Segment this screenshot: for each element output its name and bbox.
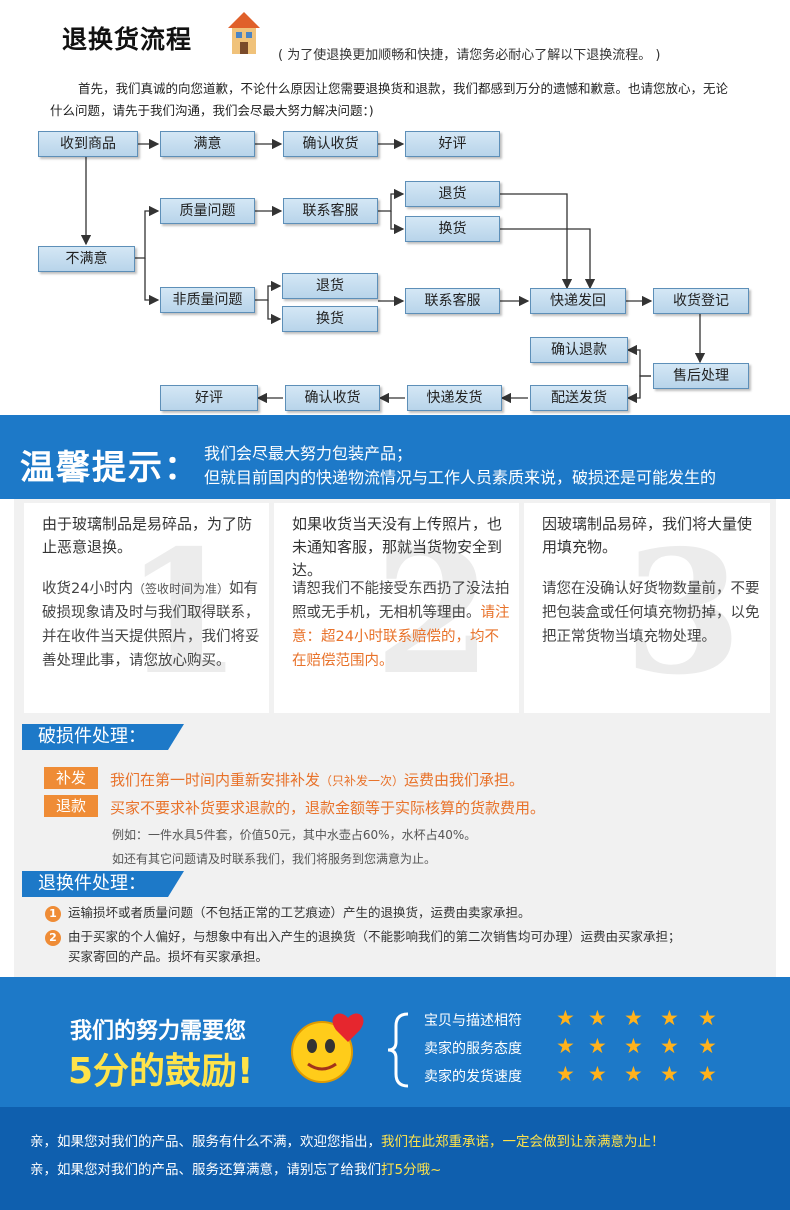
card-lead: 由于玻璃制品是易碎品，为了防止恶意退换。 [42, 515, 253, 556]
star-icon: ★ [624, 1034, 643, 1058]
flow-step-good-review: 好评 [405, 131, 500, 157]
flow-step-express-ship: 快递发货 [407, 385, 502, 411]
card-number: 3 [624, 513, 743, 713]
footer-line-1a: 亲，如果您对我们的产品、服务有什么不满，欢迎您指出， [30, 1134, 381, 1150]
flow-step-exchange-2: 换货 [282, 306, 378, 332]
flow-step-quality-issue: 质量问题 [160, 198, 255, 224]
page-title: 退换货流程 [62, 25, 193, 54]
flow-step-confirm-receipt-2: 确认收货 [285, 385, 380, 411]
tips-title: 温馨提示： [20, 448, 200, 488]
star-icon: ★ [588, 1034, 607, 1058]
flow-step-good-review-2: 好评 [160, 385, 258, 411]
return-item-2: 由于买家的个人偏好，与想象中有出入产生的退换货（不能影响我们的第二次销售均可办理… [68, 927, 758, 967]
refund-text: 买家不要求补货要求退款的，退款金额等于实际核算的货款费用。 [110, 799, 546, 817]
star-icon: ★ [556, 1062, 575, 1086]
card-body: 请恕我们不能接受东西扔了没法拍照或无手机，无相机等理由。请注意：超24小时联系赔… [292, 577, 512, 673]
star-icon: ★ [660, 1034, 679, 1058]
reissue-text-a: 我们在第一时间内重新安排补发 [110, 771, 321, 789]
rating-line-1: 我们的努力需要您 [70, 1019, 247, 1044]
flow-step-unsatisfied: 不满意 [38, 246, 135, 272]
footer-line-2: 亲，如果您对我们的产品、服务还算满意，请别忘了给我们打5分哦~ [30, 1158, 441, 1178]
rating-criterion-1: 宝贝与描述相符 [424, 1013, 522, 1029]
flow-step-return: 退货 [405, 181, 500, 207]
flow-step-contact-service-2: 联系客服 [405, 288, 500, 314]
footer-line-2b: 打5分哦~ [381, 1162, 442, 1178]
return-item-2b: 买家寄回的产品。损坏有买家承担。 [68, 949, 269, 964]
return-item-2a: 由于买家的个人偏好，与想象中有出入产生的退换货（不能影响我们的第二次销售均可办理… [68, 929, 681, 944]
damage-section-title: 破损件处理： [22, 724, 184, 750]
rating-criterion-3: 卖家的发货速度 [424, 1069, 522, 1085]
intro-text: 首先，我们真诚的向您道歉，不论什么原因让您需要退换货和退款，我们都感到万分的遗憾… [50, 81, 729, 118]
star-icon: ★ [698, 1062, 717, 1086]
card-body: 收货24小时内（签收时间为准）如有破损现象请及时与我们取得联系，并在收件当天提供… [42, 577, 262, 673]
tips-line-1: 我们会尽最大努力包装产品； [204, 444, 413, 463]
card-number: 2 [374, 513, 493, 713]
tips-banner [0, 415, 790, 499]
tip-card-2: 2 如果收货当天没有上传照片，也未通知客服，那就当货物安全到达。 请恕我们不能接… [274, 503, 519, 713]
reissue-badge: 补发 [44, 767, 98, 789]
star-icon: ★ [588, 1062, 607, 1086]
flow-step-contact-service: 联系客服 [283, 198, 378, 224]
flow-connectors [80, 138, 706, 404]
flow-step-confirm-refund: 确认退款 [530, 337, 628, 363]
house-icon [228, 12, 260, 54]
flow-step-deliver-goods: 配送发货 [530, 385, 628, 411]
card-body-highlight: 请注意：超24小时联系赔偿的，均不在赔偿范围内。 [292, 605, 510, 669]
refund-badge: 退款 [44, 795, 98, 817]
star-icon: ★ [660, 1062, 679, 1086]
flow-step-received: 收到商品 [38, 131, 138, 157]
smiley-heart-icon [291, 1013, 364, 1083]
star-icon: ★ [624, 1006, 643, 1030]
return-section-title: 退换件处理： [22, 871, 184, 897]
damage-example: 例如：一件水具5件套，价值50元，其中水壶占60%，水杯占40%。 [112, 828, 477, 842]
tip-card-1: 1 由于玻璃制品是易碎品，为了防止恶意退换。 收货24小时内（签收时间为准）如有… [24, 503, 269, 713]
item-number-2: 2 [45, 930, 61, 946]
card-body: 请您在没确认好货物数量前，不要把包装盒或任何填充物扔掉，以免把正常货物当填充物处… [542, 581, 760, 645]
card-body-a: 请恕我们不能接受东西扔了没法拍照或无手机，无相机等理由。 [292, 581, 510, 621]
footer-line-1b: 我们在此郑重承诺，一定会做到让亲满意为止！ [381, 1134, 665, 1150]
item-number-1: 1 [45, 906, 61, 922]
card-lead: 因玻璃制品易碎，我们将大量使用填充物。 [542, 515, 753, 556]
flow-step-after-sales: 售后处理 [653, 363, 749, 389]
flow-step-satisfied: 满意 [160, 131, 255, 157]
star-icon: ★ [660, 1006, 679, 1030]
reissue-text: 我们在第一时间内重新安排补发（只补发一次）运费由我们承担。 [110, 769, 524, 790]
flow-step-ship-back: 快递发回 [530, 288, 626, 314]
reissue-text-b: 运费由我们承担。 [404, 771, 525, 789]
star-icon: ★ [698, 1006, 717, 1030]
star-icon: ★ [624, 1062, 643, 1086]
footer [0, 1107, 790, 1210]
card-lead: 如果收货当天没有上传照片，也未通知客服，那就当货物安全到达。 [292, 515, 503, 579]
footer-line-1: 亲，如果您对我们的产品、服务有什么不满，欢迎您指出，我们在此郑重承诺，一定会做到… [30, 1130, 665, 1150]
flow-step-confirm-receipt: 确认收货 [283, 131, 378, 157]
tip-card-3: 3 因玻璃制品易碎，我们将大量使用填充物。 请您在没确认好货物数量前，不要把包装… [524, 503, 770, 713]
star-icon: ★ [588, 1006, 607, 1030]
star-icon: ★ [556, 1034, 575, 1058]
footer-line-2a: 亲，如果您对我们的产品、服务还算满意，请别忘了给我们 [30, 1162, 381, 1178]
flow-section [0, 0, 790, 415]
star-icon: ★ [556, 1006, 575, 1030]
card-number: 1 [124, 513, 243, 713]
page-subtitle: ( 为了使退换更加顺畅和快捷，请您务必耐心了解以下退换流程。 ) [278, 48, 661, 63]
flow-step-return-2: 退货 [282, 273, 378, 299]
card-body-a: 收货24小时内 [42, 581, 133, 597]
flow-step-receipt-register: 收货登记 [653, 288, 749, 314]
rating-line-2: 5分的鼓励! [68, 1051, 254, 1092]
card-body-note: （签收时间为准） [132, 582, 229, 596]
return-item-1: 运输损坏或者质量问题（不包括正常的工艺痕迹）产生的退换货，运费由卖家承担。 [68, 905, 531, 920]
card-body-b: 如有破损现象请及时与我们取得联系，并在收件当天提供照片，我们将妥善处理此事，请您… [42, 581, 260, 669]
star-icon: ★ [698, 1034, 717, 1058]
rating-criterion-2: 卖家的服务态度 [424, 1041, 522, 1057]
brace-icon [387, 1012, 409, 1088]
tips-line-2: 但就目前国内的快递物流情况与工作人员素质来说，破损还是可能发生的 [204, 468, 717, 487]
reissue-note: （只补发一次） [320, 774, 405, 788]
flow-step-non-quality-issue: 非质量问题 [160, 287, 255, 313]
flow-step-exchange: 换货 [405, 216, 500, 242]
damage-other-note: 如还有其它问题请及时联系我们，我们将服务到您满意为止。 [112, 852, 437, 866]
